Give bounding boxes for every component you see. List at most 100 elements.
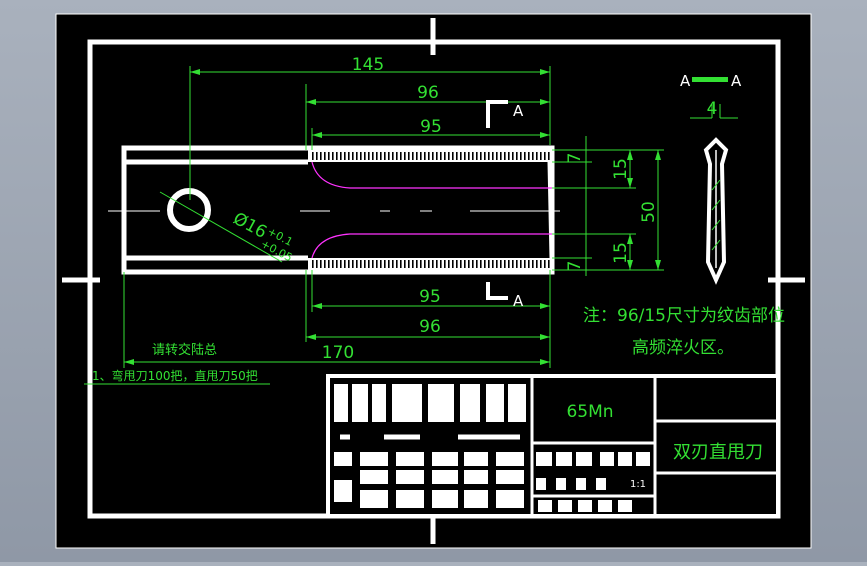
serration-tooth: [524, 152, 526, 160]
title-block-cell: [360, 452, 388, 466]
title-block-cell: [496, 470, 524, 484]
title-block-cell: [428, 384, 454, 422]
title-block: 65Mn 双刃直甩刀 1:1: [326, 374, 780, 518]
title-block-cell: [596, 478, 606, 490]
serration-tooth: [440, 152, 442, 160]
title-block-cell: [538, 500, 552, 512]
dim-145: 145: [352, 55, 384, 75]
serration-tooth: [336, 152, 338, 160]
serration-tooth: [548, 260, 550, 268]
serration-tooth: [512, 152, 514, 160]
serration-tooth: [444, 260, 446, 268]
serration-tooth: [544, 152, 546, 160]
serration-tooth: [320, 152, 322, 160]
serration-tooth: [364, 152, 366, 160]
serration-tooth: [436, 260, 438, 268]
serration-tooth: [456, 152, 458, 160]
serration-tooth: [484, 152, 486, 160]
serration-tooth: [436, 152, 438, 160]
title-block-cell: [486, 384, 504, 422]
title-block-cell: [496, 490, 524, 508]
serration-tooth: [412, 260, 414, 268]
title-block-cell: [536, 452, 552, 466]
dim-50: 50: [639, 201, 659, 223]
requirement-title: 请转交陆总: [152, 342, 217, 358]
serration-tooth: [452, 260, 454, 268]
serration-tooth: [404, 260, 406, 268]
title-block-cell: [360, 490, 388, 508]
title-block-cell: [556, 478, 566, 490]
title-block-cell: [396, 452, 424, 466]
dim-96-top: 96: [417, 83, 439, 103]
serration-tooth: [468, 260, 470, 268]
serration-zone: [308, 150, 552, 270]
section-view-blade: [703, 137, 729, 285]
serration-tooth: [324, 260, 326, 268]
serration-tooth: [528, 152, 530, 160]
serration-tooth: [448, 152, 450, 160]
title-block-cell: [576, 452, 592, 466]
serration-tooth: [460, 152, 462, 160]
serration-tooth: [396, 152, 398, 160]
title-block-cell: [396, 470, 424, 484]
serration-tooth: [364, 260, 366, 268]
serration-tooth: [368, 260, 370, 268]
serration-tooth: [312, 260, 314, 268]
serration-tooth: [312, 152, 314, 160]
serration-tooth: [320, 260, 322, 268]
section-view-label: A A: [680, 72, 742, 90]
serration-tooth: [316, 260, 318, 268]
serration-tooth: [472, 260, 474, 268]
serration-tooth: [452, 152, 454, 160]
dimension-lines: [84, 66, 738, 385]
serration-tooth: [340, 260, 342, 268]
title-block-cell: [464, 490, 488, 508]
technical-notes: 注：96/15尺寸为纹齿部位 高频淬火区。: [583, 306, 785, 358]
serration-tooth: [388, 260, 390, 268]
title-block-cell: [352, 384, 368, 422]
serration-tooth: [504, 260, 506, 268]
section-hatch: [711, 179, 721, 251]
serration-tooth: [428, 260, 430, 268]
section-marker-top: A: [486, 100, 524, 128]
serration-tooth: [392, 152, 394, 160]
dim-170: 170: [322, 343, 354, 363]
note-line-1: 注：96/15尺寸为纹齿部位: [583, 306, 785, 326]
title-block-cell: [556, 452, 572, 466]
serration-tooth: [380, 260, 382, 268]
dim-95-bottom: 95: [419, 287, 441, 307]
title-block-cell: [618, 452, 632, 466]
title-block-cell: [334, 452, 352, 466]
serration-tooth: [532, 260, 534, 268]
transition-curves: [311, 161, 552, 259]
requirements-notes: 请转交陆总 1、弯甩刀100把，直甩刀50把: [92, 342, 258, 383]
dimension-arrows: [124, 69, 661, 365]
title-block-cell: [636, 452, 650, 466]
serration-tooth: [432, 152, 434, 160]
serration-tooth: [440, 260, 442, 268]
title-block-cell: [464, 452, 488, 466]
title-block-cell: [334, 480, 352, 502]
serration-tooth: [496, 260, 498, 268]
dim-15-bottom: 15: [611, 242, 631, 264]
serration-tooth: [356, 260, 358, 268]
serration-tooth: [360, 152, 362, 160]
serration-tooth: [420, 260, 422, 268]
serration-tooth: [448, 260, 450, 268]
serration-tooth: [524, 260, 526, 268]
serration-tooth: [512, 260, 514, 268]
serration-tooth: [348, 260, 350, 268]
title-block-cell: [360, 470, 388, 484]
serration-tooth: [352, 152, 354, 160]
svg-text:A: A: [513, 102, 524, 120]
serration-tooth: [372, 260, 374, 268]
serration-tooth: [332, 260, 334, 268]
title-block-cell: [618, 500, 632, 512]
dim-95-top: 95: [420, 117, 442, 137]
serration-tooth: [504, 152, 506, 160]
serration-tooth: [372, 152, 374, 160]
dim-15-top: 15: [611, 158, 631, 180]
serration-tooth: [516, 260, 518, 268]
serration-tooth: [328, 260, 330, 268]
